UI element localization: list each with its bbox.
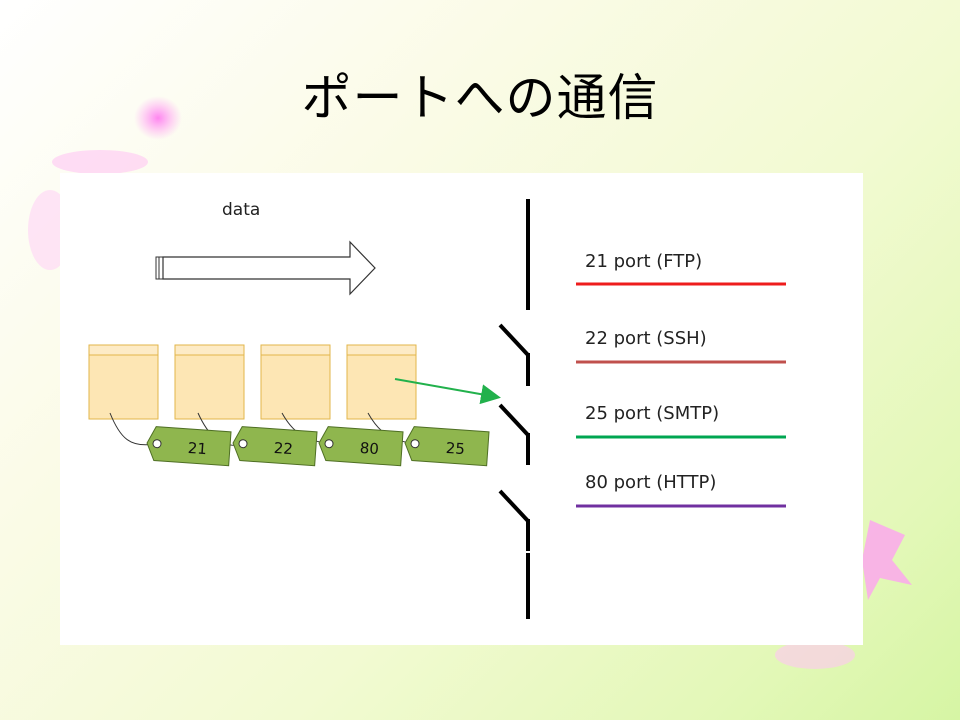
diagram-canvas: 21 22 80 25 [88,199,786,619]
port-label: 80 port (HTTP) [585,472,717,493]
envelope [88,344,159,420]
decor-shape [862,520,912,600]
port-tag: 22 [232,426,318,467]
port-tag: 21 [146,426,232,467]
port-tag-label: 22 [273,439,293,458]
port-tag-label: 80 [359,439,379,458]
decor-streak [775,641,855,669]
decor-blob [134,96,182,140]
packet-direction-arrow [394,378,501,405]
port-label: 25 port (SMTP) [585,403,720,424]
port-tag-label: 21 [187,439,207,458]
port-label: 22 port (SSH) [585,328,707,349]
envelope [346,344,417,420]
diagram-panel: 21 22 80 25 [60,173,863,645]
decor-streak [52,150,148,174]
port-tag: 80 [318,426,404,467]
data-flow-arrow [155,240,376,296]
port-wall [498,199,530,619]
port-label: 21 port (FTP) [585,251,703,272]
envelope [174,344,245,420]
port-tag: 25 [404,426,490,467]
slide-title: ポートへの通信 [301,69,659,127]
port-tag-label: 25 [445,439,465,458]
data-label: data [222,200,261,220]
envelope [260,344,331,420]
